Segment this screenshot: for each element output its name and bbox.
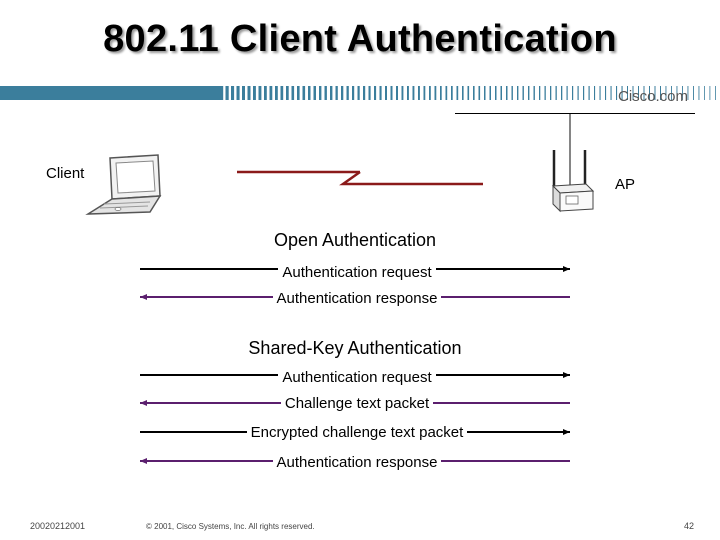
footer-copyright: © 2001, Cisco Systems, Inc. All rights r… — [146, 522, 315, 531]
shared-key-challenge-label: Challenge text packet — [280, 395, 434, 412]
shared-key-auth-title: Shared-Key Authentication — [248, 338, 462, 358]
shared-key-response-label: Authentication response — [272, 454, 442, 471]
shared-key-msg-row: Authentication response — [0, 454, 714, 471]
open-auth-msg-row: Authentication response — [0, 290, 714, 307]
shared-key-msg-row: Challenge text packet — [0, 395, 714, 412]
shared-key-encrypted-label: Encrypted challenge text packet — [246, 424, 468, 441]
shared-key-request-label: Authentication request — [278, 369, 436, 386]
open-auth-request-label: Authentication request — [278, 264, 436, 281]
open-auth-msg-row: Authentication request — [0, 264, 714, 281]
laptop-icon — [85, 154, 162, 215]
open-auth-title: Open Authentication — [273, 230, 437, 250]
open-auth-response-label: Authentication response — [272, 290, 442, 307]
cisco-brand: Cisco.com — [618, 88, 689, 105]
footer-code: 20020212001 — [30, 521, 86, 531]
footer-page-number: 42 — [684, 521, 695, 531]
client-label: Client — [46, 165, 85, 182]
brand-divider — [455, 113, 695, 114]
access-point-icon — [551, 114, 595, 213]
shared-key-msg-row: Encrypted challenge text packet — [0, 424, 714, 441]
ap-label: AP — [615, 176, 636, 193]
shared-key-msg-row: Authentication request — [0, 369, 714, 386]
header-banner — [0, 86, 716, 100]
slide-title: 802.11 Client Authentication — [103, 18, 617, 60]
network-link — [237, 170, 483, 186]
